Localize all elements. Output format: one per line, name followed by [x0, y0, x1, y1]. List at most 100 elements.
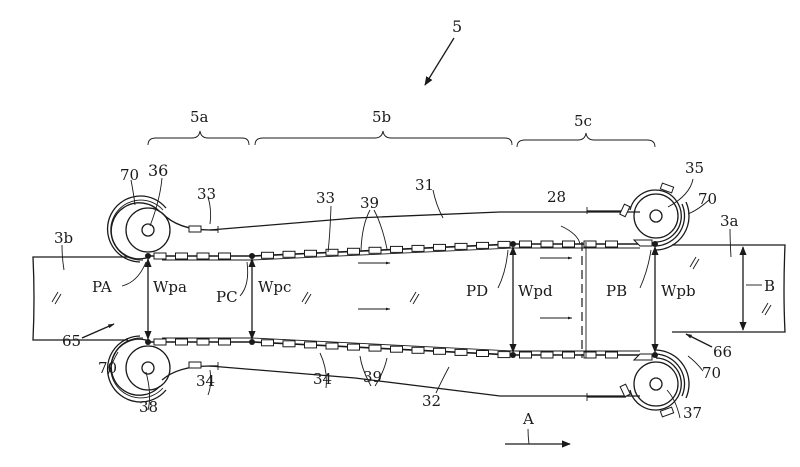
leader-39-lower-b [374, 357, 388, 387]
leader-32 [435, 366, 450, 394]
guide-70-upper-right-outer [655, 201, 690, 251]
label-wpa: Wpa [153, 278, 187, 296]
sheet-band [32, 244, 786, 341]
point-pc-upper [249, 253, 255, 259]
upper-pad [347, 247, 360, 255]
label-31: 31 [415, 176, 434, 194]
upper-pad [218, 252, 231, 260]
guide-70-lower-left [106, 335, 167, 403]
reference-labels: 70 36 33 33 39 31 28 35 70 3a 3b PA Wpa … [54, 159, 775, 422]
label-70-lr: 70 [702, 364, 721, 382]
upper-pad [411, 244, 425, 252]
label-wpd: Wpd [518, 282, 553, 300]
lower-pad [261, 339, 274, 347]
section-label-5c: 5c [574, 112, 592, 130]
leader-38 [145, 371, 151, 411]
upper-pad [325, 248, 339, 256]
upper-pad [304, 249, 317, 257]
upper-pad [540, 240, 554, 248]
upper-pads-group [153, 240, 618, 260]
leader-pb [639, 249, 652, 289]
label-3b: 3b [54, 229, 73, 247]
leader-70-lr [687, 355, 704, 372]
lower-belt-outer [161, 365, 640, 397]
brace-5a [147, 130, 250, 146]
point-pa-upper [145, 253, 151, 259]
upper-left-end-pad [188, 225, 202, 233]
upper-conveying-line-inner [162, 247, 640, 261]
roller-38-axle [141, 361, 155, 375]
lower-pad [218, 338, 231, 346]
roller-38-body [125, 345, 171, 391]
lower-pad [519, 351, 532, 359]
label-38: 38 [139, 398, 158, 416]
lower-pad [454, 348, 468, 356]
leader-70-ll [107, 351, 119, 376]
lower-pad [304, 341, 317, 349]
label-34-mid: 34 [313, 370, 332, 388]
upper-pad [433, 243, 446, 251]
label-36: 36 [148, 161, 168, 180]
leader-3b [61, 244, 65, 271]
leader-33-left [207, 196, 212, 225]
label-pa: PA [92, 278, 112, 296]
lower-conveying-line-inner [162, 337, 640, 352]
upper-pad [605, 240, 618, 248]
label-3a: 3a [720, 212, 739, 230]
roller-35-pad-a [619, 203, 631, 218]
measurement-points [144, 241, 747, 358]
lower-pad [497, 351, 511, 359]
direction-arrow-a: A [505, 410, 571, 448]
ref-label-5: 5 [452, 17, 462, 36]
roller-36-body [125, 207, 171, 253]
upper-right-wedge [632, 239, 653, 247]
point-pc-lower [249, 339, 255, 345]
label-pd: PD [466, 282, 488, 300]
label-37: 37 [683, 404, 702, 422]
section-label-5b: 5b [372, 108, 391, 126]
roller-36-axle [141, 223, 155, 237]
reference-arrow-5: 5 [424, 17, 462, 86]
leader-70-ur [687, 199, 710, 215]
label-70-ur: 70 [698, 190, 717, 208]
leader-3a [729, 228, 732, 258]
lower-pad [411, 346, 425, 354]
upper-pad [519, 240, 532, 248]
roller-37-axle [649, 377, 663, 391]
point-pd-upper [510, 241, 516, 247]
sheet-in-outline [32, 256, 128, 341]
lower-pad [433, 347, 446, 355]
section-label-5a: 5a [190, 108, 209, 126]
roller-36-belt-wrap [110, 202, 161, 260]
roller-37-pad-a [619, 383, 631, 398]
roller-35-axle [649, 209, 663, 223]
entry-arrow-65 [81, 323, 115, 339]
lower-pad [476, 350, 489, 357]
lower-pad [605, 351, 618, 359]
point-pb-upper [652, 241, 658, 247]
upper-pad [261, 251, 274, 259]
roller-37-pad-b [659, 406, 675, 418]
upper-pad [282, 250, 296, 258]
lower-pad [562, 351, 575, 359]
leader-70-ul [130, 179, 136, 206]
lower-pads-group [153, 338, 618, 359]
upper-pad [454, 242, 468, 250]
label-b: B [764, 277, 775, 295]
sheet-out-outline [672, 244, 786, 333]
label-33-mid: 33 [316, 189, 335, 207]
leader-39-upper-b [373, 209, 388, 250]
roller-38 [106, 335, 171, 403]
upper-pad [175, 252, 188, 260]
exit-arrow-66 [685, 333, 713, 348]
upper-pad [476, 241, 489, 249]
roller-35 [619, 182, 690, 251]
label-39-lower: 39 [363, 368, 382, 386]
roller-36 [106, 195, 171, 263]
upper-pad [497, 240, 511, 248]
label-39-upper: 39 [360, 194, 379, 212]
upper-pad [562, 240, 575, 248]
lower-pad [175, 338, 188, 346]
direction-leader [527, 428, 530, 445]
